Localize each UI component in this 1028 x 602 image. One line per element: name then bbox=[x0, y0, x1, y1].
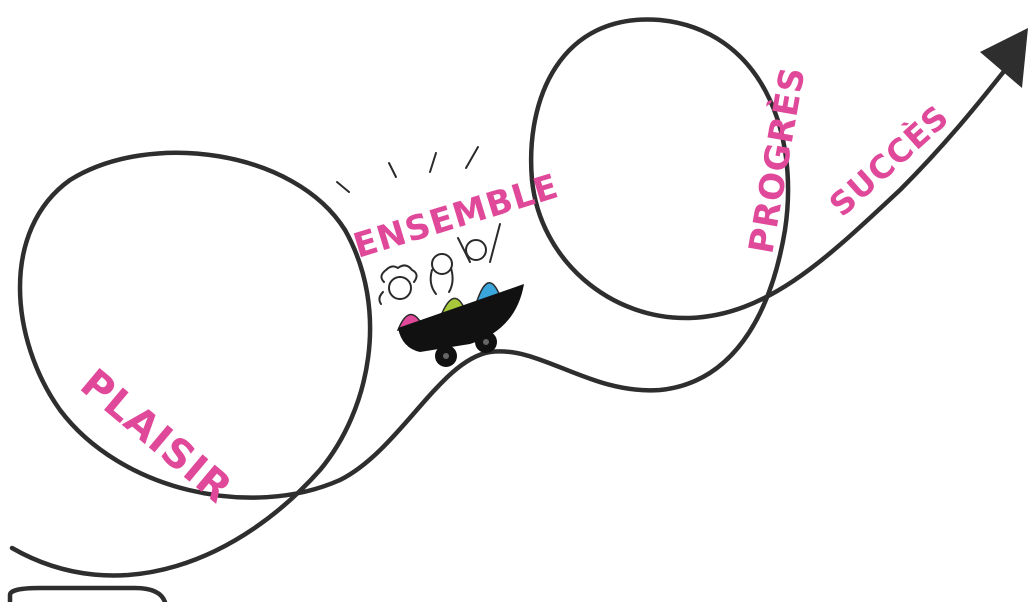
arrow-head bbox=[980, 28, 1028, 88]
label-progres: PROGRÈS bbox=[740, 63, 813, 256]
label-plaisir: PLAISIR bbox=[72, 360, 241, 512]
roller-coaster-track bbox=[9, 17, 1008, 578]
excitement-lines-icon bbox=[336, 146, 479, 193]
riders-icon bbox=[378, 223, 501, 331]
bottom-left-shape bbox=[7, 585, 168, 602]
label-succes: SUCCÈS bbox=[822, 97, 957, 224]
label-ensemble: ENSEMBLE bbox=[349, 166, 563, 266]
coaster-cart-icon bbox=[398, 284, 524, 367]
